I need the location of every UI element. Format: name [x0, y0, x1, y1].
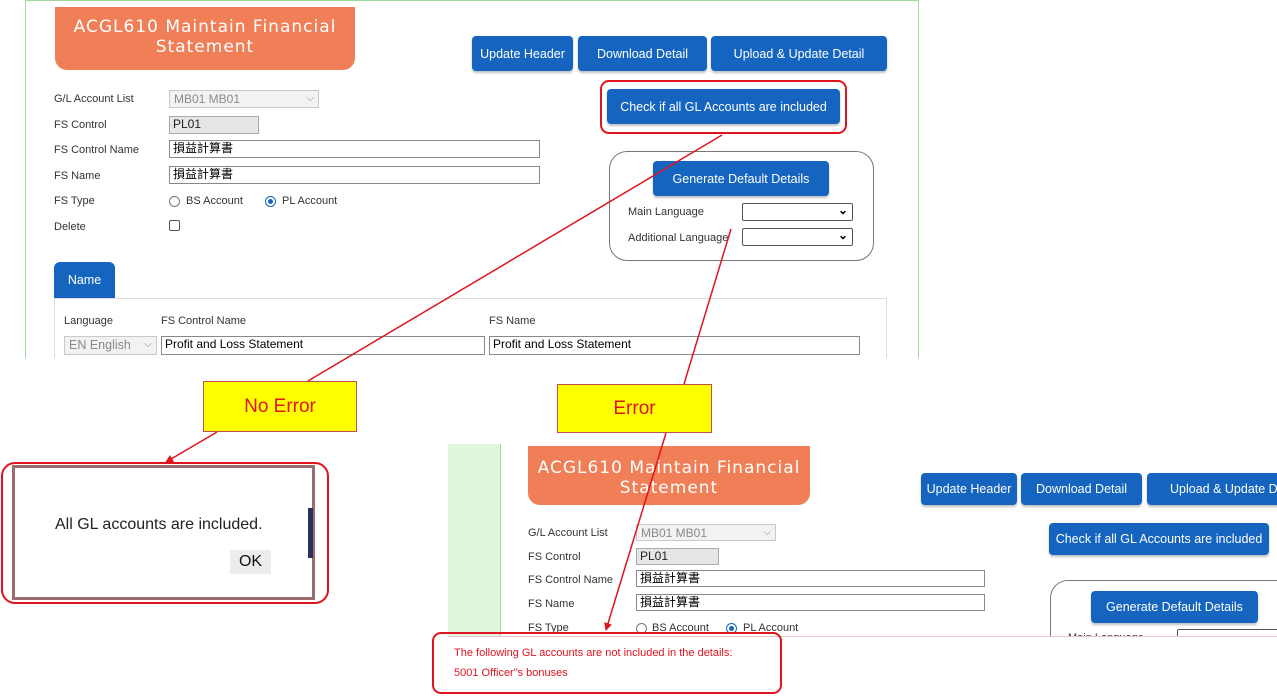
dialog-side-strip	[308, 508, 313, 558]
delete-checkbox[interactable]	[169, 220, 180, 231]
dialog-highlight	[1, 462, 329, 604]
no-error-callout: No Error	[203, 381, 357, 432]
download-detail-button[interactable]: Download Detail	[1021, 473, 1142, 505]
check-gl-accounts-button[interactable]: Check if all GL Accounts are included	[607, 89, 840, 124]
fs-name-row-input[interactable]: Profit and Loss Statement	[489, 336, 860, 355]
chevron-down-icon: ⌄	[837, 228, 848, 242]
fs-control-field: PL01	[169, 116, 259, 134]
gl-account-list-select[interactable]: MB01 MB01 ⌵	[169, 90, 319, 108]
error-message-panel: The following GL accounts are not includ…	[448, 636, 1277, 696]
fs-control-name-label: FS Control Name	[528, 574, 613, 586]
generate-default-details-button[interactable]: Generate Default Details	[1091, 591, 1258, 623]
top-screen: ACGL610 Maintain Financial Statement Upd…	[25, 0, 919, 358]
language-column-header: Language	[64, 315, 113, 327]
fs-name-label: FS Name	[54, 170, 101, 182]
gl-account-list-label: G/L Account List	[528, 527, 608, 539]
error-callout-text: Error	[613, 397, 656, 419]
check-gl-accounts-button[interactable]: Check if all GL Accounts are included	[1049, 523, 1269, 555]
fs-name-input[interactable]: 損益計算書	[169, 166, 540, 184]
fs-name-column-header: FS Name	[489, 315, 536, 327]
additional-language-label: Additional Language	[628, 232, 729, 244]
fs-control-label: FS Control	[54, 119, 107, 131]
language-value: EN English	[69, 338, 131, 352]
update-header-button[interactable]: Update Header	[921, 473, 1017, 505]
fs-control-name-column-header: FS Control Name	[161, 315, 246, 327]
additional-language-select[interactable]: ⌄	[742, 228, 853, 246]
fs-type-pl-label: PL Account	[282, 195, 338, 207]
fs-name-label: FS Name	[528, 598, 575, 610]
page-title: ACGL610 Maintain Financial Statement	[55, 7, 355, 70]
chevron-down-icon: ⌵	[144, 339, 152, 350]
error-callout: Error	[557, 384, 712, 433]
fs-type-label: FS Type	[528, 622, 569, 634]
download-detail-button[interactable]: Download Detail	[578, 36, 707, 71]
chevron-down-icon: ⌄	[837, 203, 848, 217]
fs-type-pl-radio[interactable]	[265, 196, 276, 207]
gl-account-list-value: MB01 MB01	[641, 526, 708, 540]
upload-update-detail-label: Upload & Update Det	[1170, 482, 1277, 496]
update-header-button[interactable]: Update Header	[472, 36, 573, 71]
error-message-highlight	[432, 632, 782, 694]
dialog-frame: All GL accounts are included. OK	[12, 465, 315, 600]
fs-type-bs-radio[interactable]	[169, 196, 180, 207]
delete-label: Delete	[54, 221, 86, 233]
fs-control-name-row-input[interactable]: Profit and Loss Statement	[161, 336, 485, 355]
arrow-no-error-to-dialog	[165, 431, 218, 463]
gl-account-list-label: G/L Account List	[54, 93, 134, 105]
gl-account-list-select[interactable]: MB01 MB01 ⌵	[636, 524, 776, 541]
upload-update-detail-button[interactable]: Upload & Update Detail	[711, 36, 887, 71]
page-title: ACGL610 Maintain Financial Statement	[528, 446, 810, 505]
fs-type-label: FS Type	[54, 195, 95, 207]
check-button-highlight	[600, 80, 847, 134]
fs-control-name-input[interactable]: 損益計算書	[636, 570, 985, 587]
generate-default-details-button[interactable]: Generate Default Details	[653, 161, 829, 196]
fs-type-pl-label: PL Account	[743, 622, 799, 634]
ok-label: OK	[238, 553, 263, 570]
fs-control-label: FS Control	[528, 551, 581, 563]
ok-button[interactable]: OK	[230, 550, 271, 574]
tab-name[interactable]: Name	[54, 262, 115, 298]
chevron-down-icon: ⌵	[306, 93, 314, 104]
error-message-line-2: 5001 Officer"s bonuses	[454, 667, 568, 679]
dialog-message: All GL accounts are included.	[55, 516, 263, 533]
gl-account-list-value: MB01 MB01	[174, 92, 241, 106]
fs-name-input[interactable]: 損益計算書	[636, 594, 985, 611]
page-title-text: ACGL610 Maintain Financial Statement	[73, 17, 337, 57]
upload-update-detail-button[interactable]: Upload & Update Det	[1147, 473, 1277, 505]
fs-control-field: PL01	[636, 548, 719, 565]
page-title-text: ACGL610 Maintain Financial Statement	[537, 458, 801, 498]
fs-control-name-input[interactable]: 損益計算書	[169, 140, 540, 158]
chevron-down-icon: ⌵	[763, 527, 771, 538]
error-message-line-1: The following GL accounts are not includ…	[454, 647, 733, 659]
fs-control-name-label: FS Control Name	[54, 144, 139, 156]
main-language-select[interactable]: ⌄	[742, 203, 853, 221]
fs-type-bs-label: BS Account	[186, 195, 243, 207]
no-error-callout-text: No Error	[244, 395, 316, 417]
main-language-label: Main Language	[628, 206, 704, 218]
language-select[interactable]: EN English ⌵	[64, 336, 157, 355]
